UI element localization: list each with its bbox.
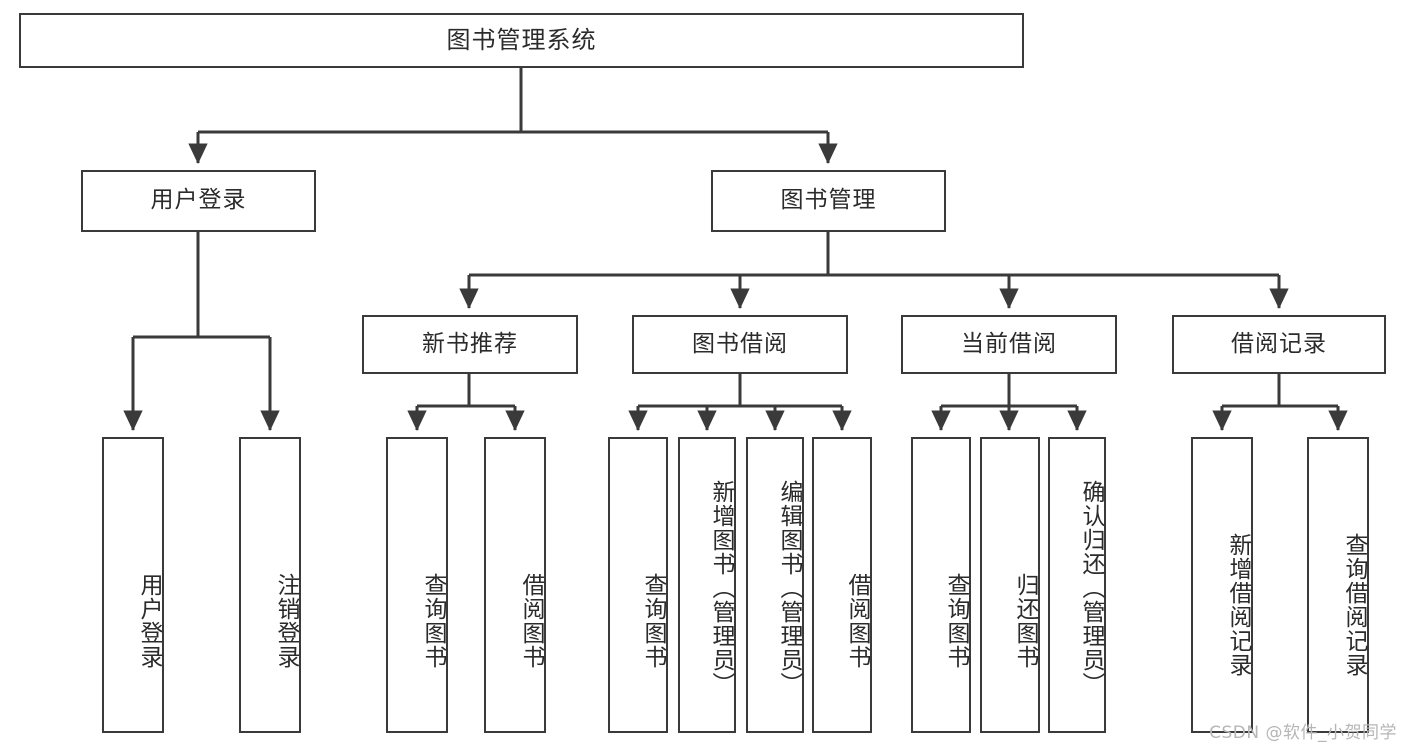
node-book-borrowing[interactable]: 图书借阅 xyxy=(632,315,848,374)
node-label: 查询图书 xyxy=(943,573,969,669)
leaf-query-book-current[interactable]: 查询图书 xyxy=(911,437,971,733)
node-borrowing-record[interactable]: 借阅记录 xyxy=(1172,315,1386,374)
node-label: 查询借阅记录 xyxy=(1341,533,1367,677)
node-label: 图书管理系统 xyxy=(446,26,597,55)
leaf-confirm-return-admin[interactable]: 确认归还（管理员） xyxy=(1048,437,1106,733)
node-label: 当前借阅 xyxy=(961,330,1057,357)
node-user-login[interactable]: 用户登录 xyxy=(81,170,316,232)
leaf-query-borrowing-record[interactable]: 查询借阅记录 xyxy=(1307,437,1369,733)
node-label: 查询图书 xyxy=(420,573,446,669)
leaf-borrow-book-borrowing[interactable]: 借阅图书 xyxy=(812,437,872,733)
node-book-management[interactable]: 图书管理 xyxy=(711,170,946,232)
leaf-edit-book-admin[interactable]: 编辑图书（管理员） xyxy=(746,437,804,733)
node-current-borrowing[interactable]: 当前借阅 xyxy=(901,315,1117,374)
leaf-user-login[interactable]: 用户登录 xyxy=(102,437,164,733)
node-label: 用户登录 xyxy=(150,187,247,214)
node-label: 归还图书 xyxy=(1012,573,1038,669)
leaf-query-book-recommendation[interactable]: 查询图书 xyxy=(386,437,448,733)
node-label: 借阅图书 xyxy=(518,573,544,669)
node-label: 确认归还（管理员） xyxy=(1078,480,1104,696)
node-root-book-management-system[interactable]: 图书管理系统 xyxy=(19,13,1024,68)
node-label: 用户登录 xyxy=(136,573,162,669)
leaf-borrow-book-recommendation[interactable]: 借阅图书 xyxy=(484,437,546,733)
node-label: 借阅记录 xyxy=(1231,330,1327,357)
leaf-logout[interactable]: 注销登录 xyxy=(239,437,301,733)
node-new-book-recommendation[interactable]: 新书推荐 xyxy=(362,315,578,374)
leaf-return-book[interactable]: 归还图书 xyxy=(980,437,1040,733)
node-label: 借阅图书 xyxy=(844,573,870,669)
node-label: 新增借阅记录 xyxy=(1225,533,1251,677)
node-label: 查询图书 xyxy=(640,573,666,669)
node-label: 注销登录 xyxy=(273,573,299,669)
node-label: 图书借阅 xyxy=(692,330,788,357)
leaf-add-borrowing-record[interactable]: 新增借阅记录 xyxy=(1191,437,1253,733)
leaf-add-book-admin[interactable]: 新增图书（管理员） xyxy=(678,437,736,733)
node-label: 新书推荐 xyxy=(422,330,518,357)
csdn-watermark: CSDN @软件_小贺同学 xyxy=(1209,723,1397,743)
node-label: 编辑图书（管理员） xyxy=(776,480,802,696)
node-label: 图书管理 xyxy=(780,187,877,214)
leaf-query-book-borrowing[interactable]: 查询图书 xyxy=(608,437,668,733)
node-label: 新增图书（管理员） xyxy=(708,480,734,696)
